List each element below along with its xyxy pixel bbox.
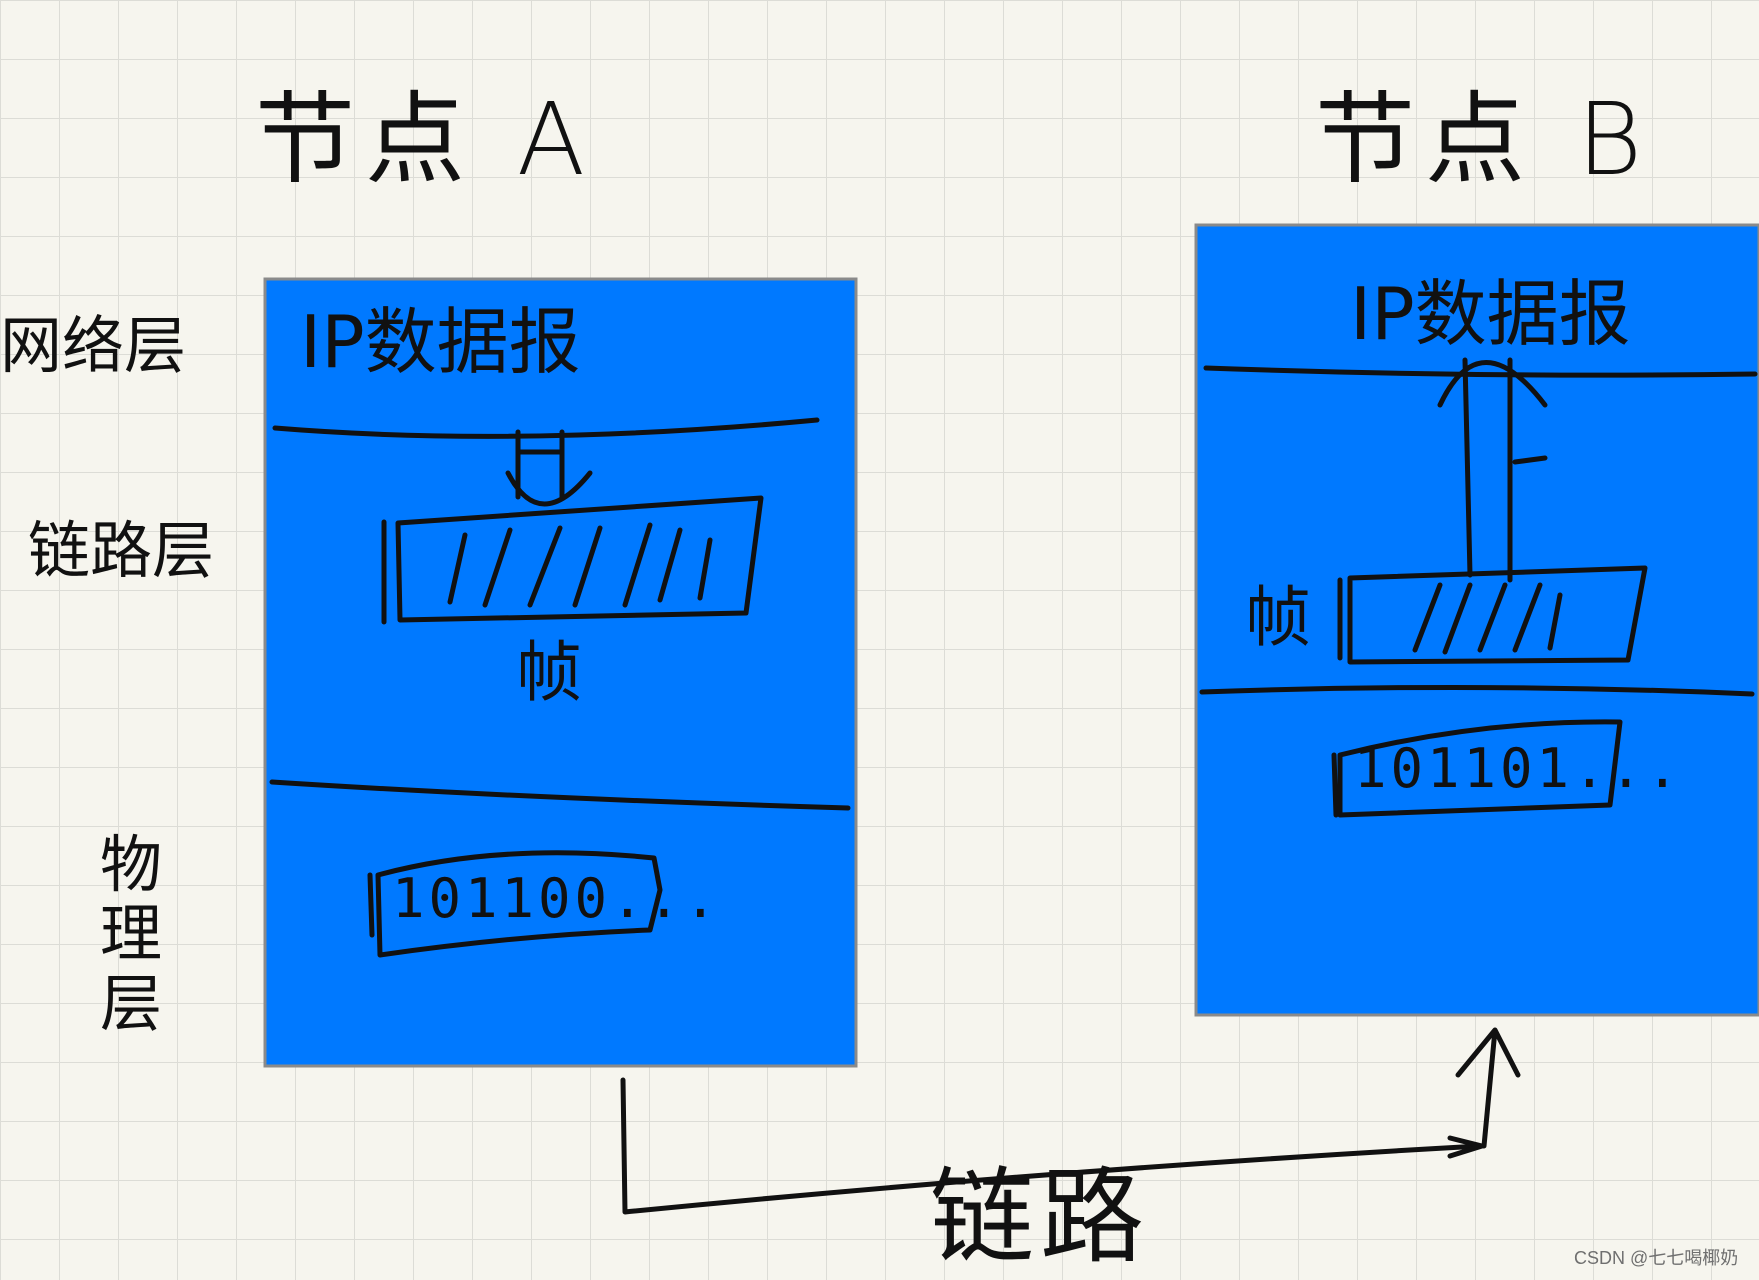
node-a-frame-hatching — [447, 522, 713, 608]
node-a-bits-label: 101100... — [392, 867, 721, 930]
node-b-bits-box — [1331, 719, 1623, 818]
watermark: CSDN @七七喝椰奶 — [1574, 1248, 1739, 1268]
network-layer-label: 网络层 — [0, 309, 187, 382]
link-label: 链路 — [930, 1156, 1151, 1278]
node-b-network-divider — [1203, 365, 1758, 378]
physical-layer-label: 物理层 — [99, 828, 162, 1040]
node-b-bits-label: 101101... — [1354, 737, 1683, 800]
node-a-frame-label: 帧 — [516, 634, 582, 711]
node-b-title: 节点 B — [1315, 81, 1653, 198]
node-b-datagram-label: IP数据报 — [1350, 272, 1631, 356]
node-a-datagram-label: IP数据报 — [300, 300, 581, 384]
node-b-up-arrow — [1437, 357, 1548, 583]
link-layer-label: 链路层 — [28, 514, 215, 587]
node-a-physical-divider — [269, 779, 851, 811]
node-b-box — [1194, 223, 1759, 1017]
node-b-frame-bar — [1337, 565, 1648, 665]
link-arrow-up — [1455, 1027, 1521, 1149]
node-a-bits-box — [367, 850, 663, 958]
node-a-network-divider — [272, 417, 820, 439]
node-a-down-arrow — [505, 429, 593, 507]
link-arrow-head — [1447, 1135, 1485, 1159]
node-a-frame-bar — [381, 495, 764, 625]
node-b-physical-divider — [1199, 684, 1755, 697]
node-b-frame-hatching — [1412, 582, 1563, 655]
link-wire — [620, 1077, 1483, 1215]
node-a-title: 节点 A — [255, 81, 596, 198]
node-b-frame-label: 帧 — [1245, 579, 1311, 656]
